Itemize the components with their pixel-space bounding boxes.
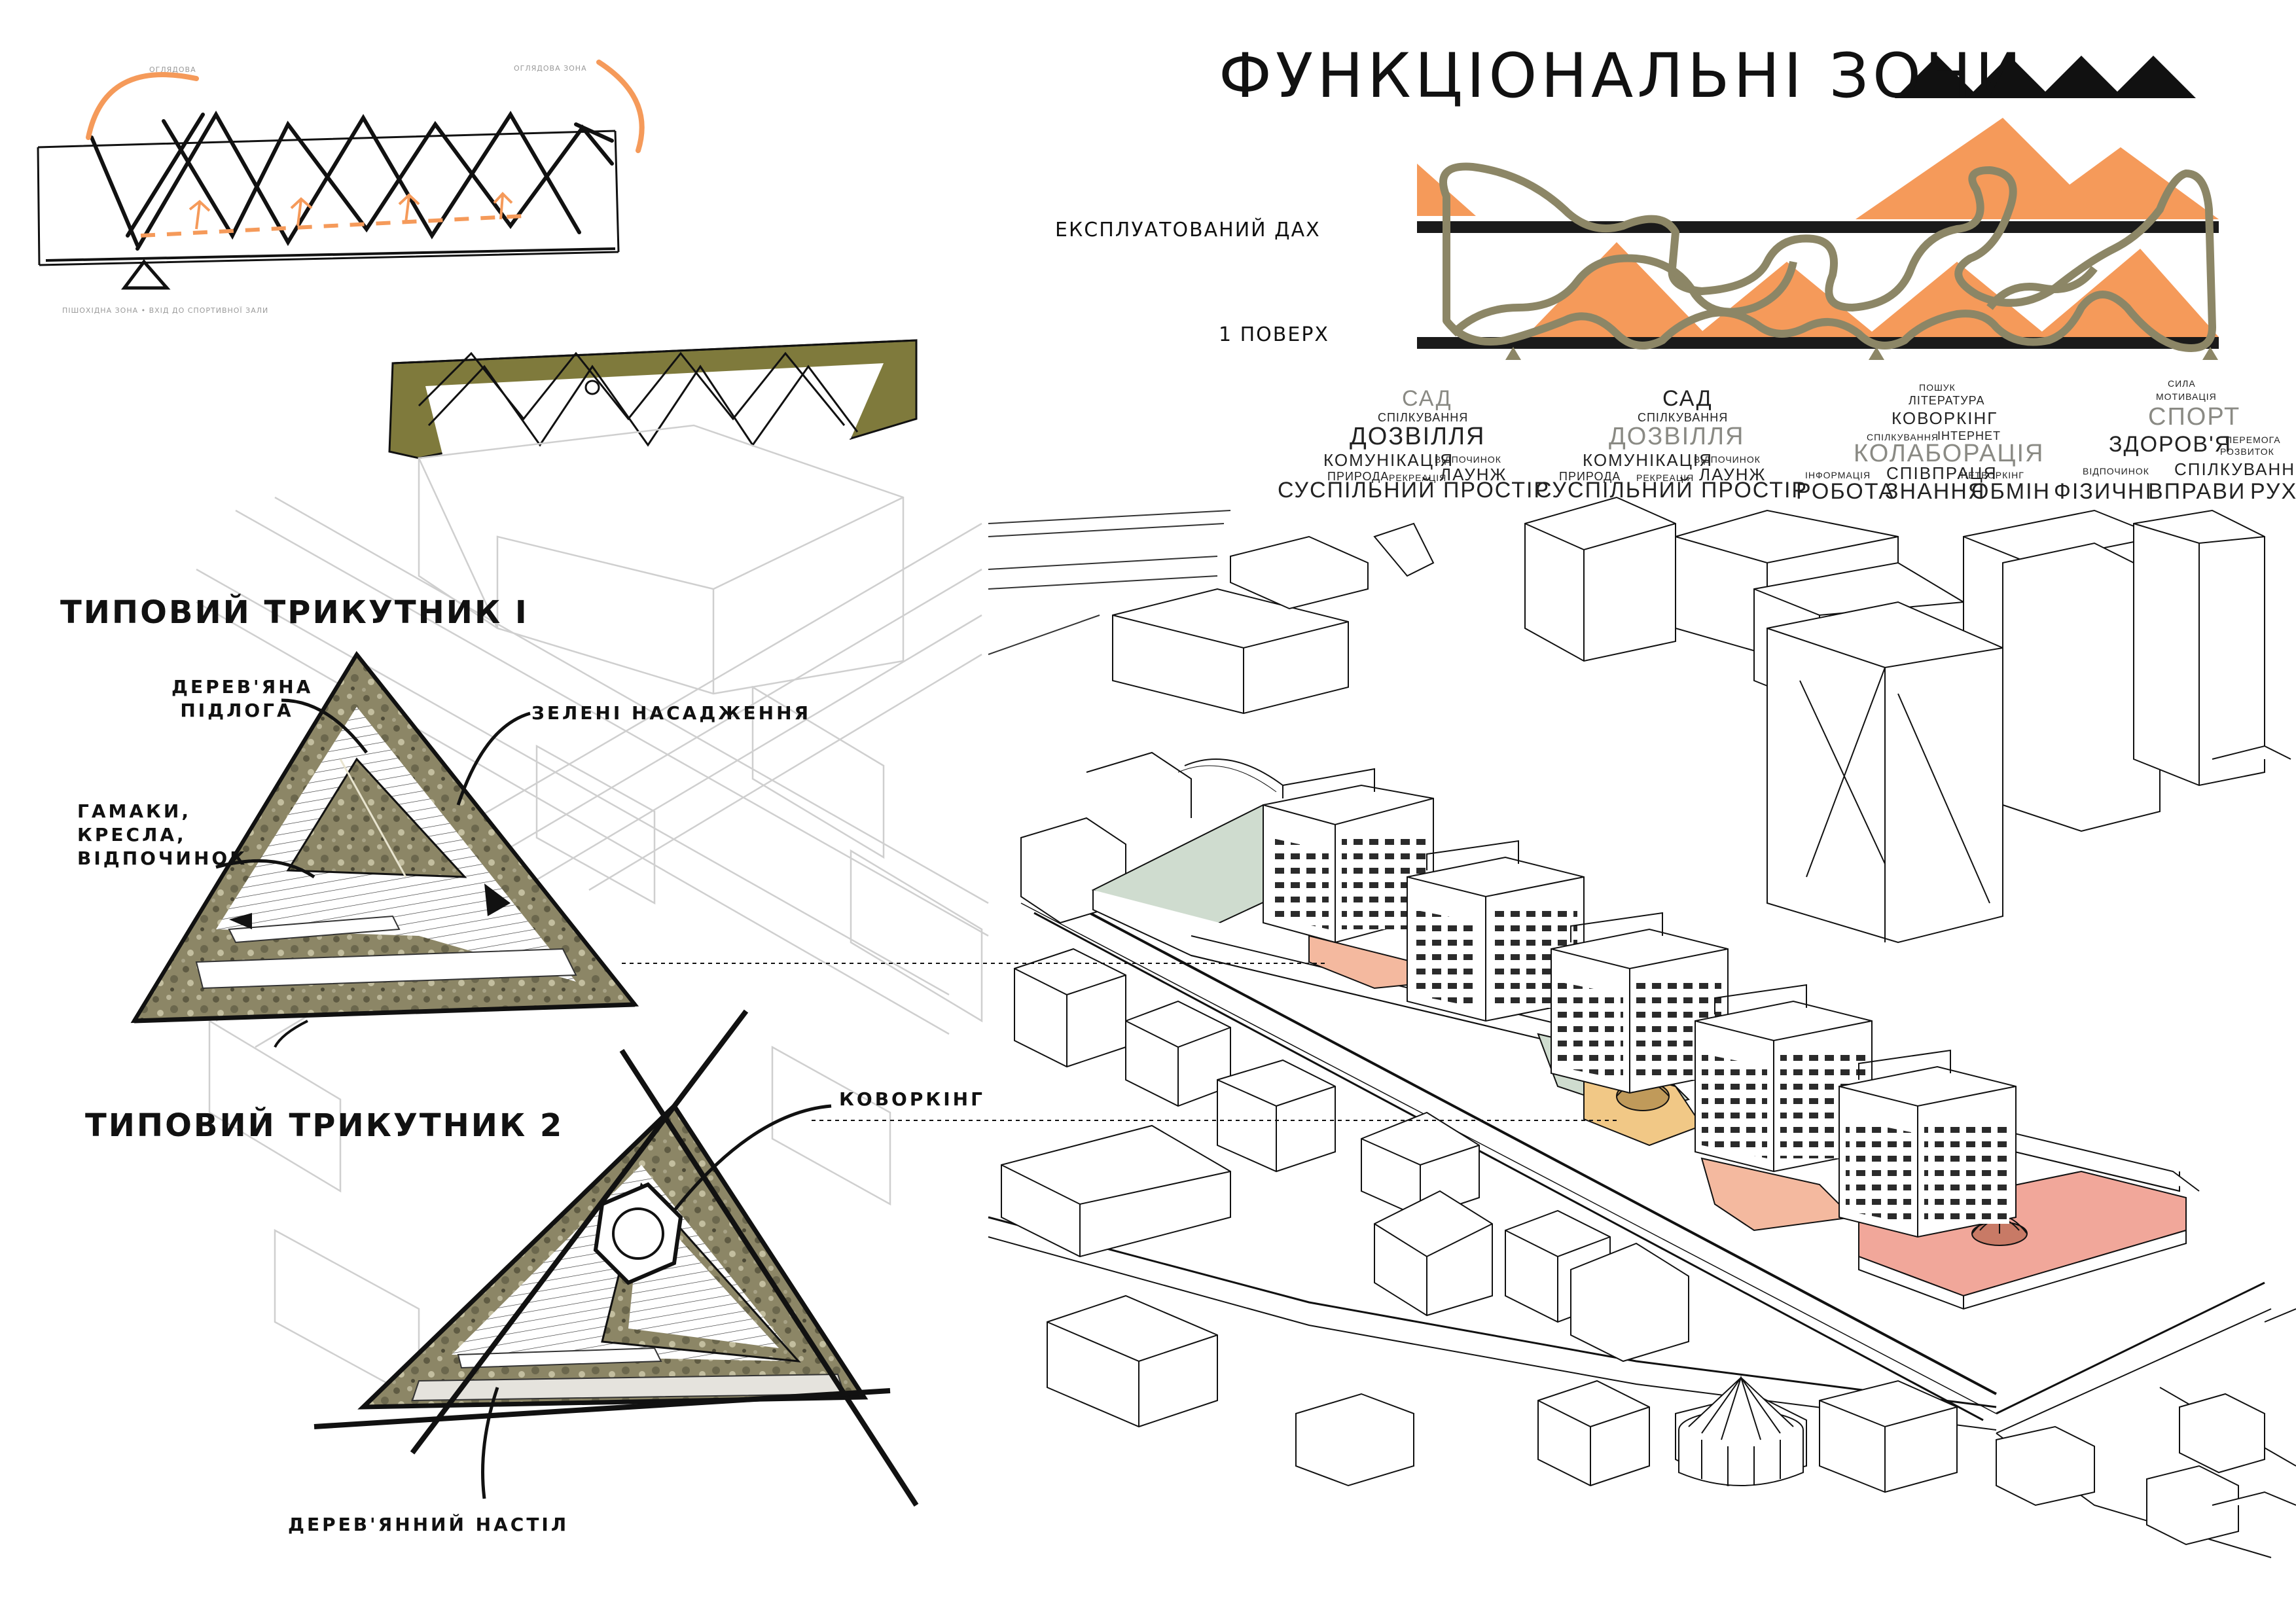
word-spivp: СПІВПРАЦЯ	[1886, 463, 1998, 483]
word-pryr-1: ПРИРОДА	[1327, 470, 1390, 483]
word-sad-1: САД	[1402, 386, 1452, 411]
word-dozv-2: ДОЗВІЛЛЯ	[1609, 423, 1745, 450]
housing-block-5	[1839, 1049, 2017, 1238]
word-peremoga: ПЕРЕМОГА	[2225, 435, 2281, 445]
level-label-floor1: 1 ПОВЕРХ	[1219, 323, 1329, 346]
triangle-1-detail	[130, 651, 639, 1048]
sketch-note-bottom: ПІШОХІДНА ЗОНА • ВХІД ДО СПОРТИВНОЇ ЗАЛИ	[62, 306, 268, 315]
word-inf: ІНФОРМАЦІЯ	[1805, 470, 1871, 480]
word-spilk-4: СПІЛКУВАННЯ	[2174, 459, 2296, 479]
label-coworking: КОВОРКІНГ	[839, 1088, 985, 1110]
word-pryr-2: ПРИРОДА	[1559, 470, 1621, 483]
word-dozv-1: ДОЗВІЛЛЯ	[1350, 423, 1486, 450]
housing-block-4	[1695, 984, 1873, 1173]
word-komun-1: КОМУНІКАЦІЯ	[1323, 450, 1454, 470]
word-sp-1: СУСПІЛЬНИЙ ПРОСТІР	[1278, 478, 1551, 503]
level-label-roof: ЕКСПЛУАТОВАНИЙ ДАХ	[1055, 219, 1321, 241]
word-rekr-2: РЕКРЕАЦІЯ	[1636, 473, 1695, 483]
triangle-2-title: ТИПОВИЙ ТРИКУТНИК 2	[85, 1107, 564, 1144]
word-rekr-1: РЕКРЕАЦІЯ	[1389, 473, 1447, 483]
word-zdor: ЗДОРОВ'Я	[2109, 432, 2233, 457]
word-netw: НЕТВОРКІНГ	[1961, 470, 2024, 480]
axonometric-site	[988, 496, 2296, 1558]
section-sketch: ОГЛЯДОВА ОГЛЯДОВА ЗОНА ПІШОХІДНА ЗОНА • …	[37, 60, 645, 315]
word-poshuk: ПОШУК	[1919, 382, 1956, 393]
word-sad-2: САД	[1662, 386, 1713, 411]
word-kov: КОВОРКІНГ	[1892, 408, 1998, 428]
word-syla: СИЛА	[2168, 378, 2196, 389]
word-zn: ЗНАННЯ	[1885, 479, 1986, 504]
sketch-note-right: ОГЛЯДОВА ЗОНА	[514, 64, 587, 73]
word-komun-2: КОМУНІКАЦІЯ	[1583, 450, 1713, 470]
word-int: ІНТЕРНЕТ	[1937, 429, 2001, 442]
sketch-note-left: ОГЛЯДОВА	[149, 65, 196, 74]
word-spilk-3: СПІЛКУВАННЯ	[1867, 432, 1939, 442]
label-wooden-floor: ДЕРЕВ'ЯНА ПІДЛОГА	[171, 676, 314, 721]
word-spilk-2: СПІЛКУВАННЯ	[1638, 411, 1729, 424]
label-hammocks: ГАМАКИ, КРЕСЛА, ВІДПОЧИНОК	[77, 800, 248, 869]
word-fiz: ФІЗИЧНІ	[2054, 479, 2153, 504]
word-lit: ЛІТЕРАТУРА	[1909, 394, 1985, 407]
word-launzh-2: ЛАУНЖ	[1699, 465, 1767, 484]
word-vpr: ВПРАВИ	[2148, 479, 2246, 504]
word-rukh: РУХ	[2250, 479, 2296, 504]
word-sp-2: СУСПІЛЬНИЙ ПРОСТІР	[1535, 478, 1808, 503]
plan-sketch	[388, 339, 918, 465]
triangle-2-detail	[314, 1009, 919, 1507]
word-vidp-2: ВІДПОЧИНОК	[1694, 454, 1761, 465]
word-vidp-1: ВІДПОЧИНОК	[1435, 454, 1501, 465]
word-kol: КОЛАБОРАЦІЯ	[1854, 440, 2045, 467]
word-launzh-1: ЛАУНЖ	[1440, 465, 1507, 484]
word-rob: РОБОТА	[1796, 479, 1895, 504]
word-spilk-1: СПІЛКУВАННЯ	[1378, 411, 1469, 424]
triangle-1-title: ТИПОВИЙ ТРИКУТНИК І	[60, 594, 529, 631]
word-vidp-4: ВІДПОЧИНОК	[2083, 466, 2149, 476]
page-title: ФУНКЦІОНАЛЬНІ ЗОНИ	[1219, 41, 2026, 112]
label-wooden-deck: ДЕРЕВ'ЯННИЙ НАСТІЛ	[288, 1514, 569, 1535]
level-diagram	[1417, 118, 2219, 360]
word-sport: СПОРТ	[2148, 403, 2241, 431]
word-motyv: МОТИВАЦІЯ	[2156, 391, 2217, 402]
title-triangles	[1895, 56, 2196, 98]
word-obm: ОБМІН	[1971, 479, 2051, 504]
word-rozv: РОЗВИТОК	[2220, 446, 2274, 457]
label-green-plantings: ЗЕЛЕНІ НАСАДЖЕННЯ	[531, 702, 812, 724]
